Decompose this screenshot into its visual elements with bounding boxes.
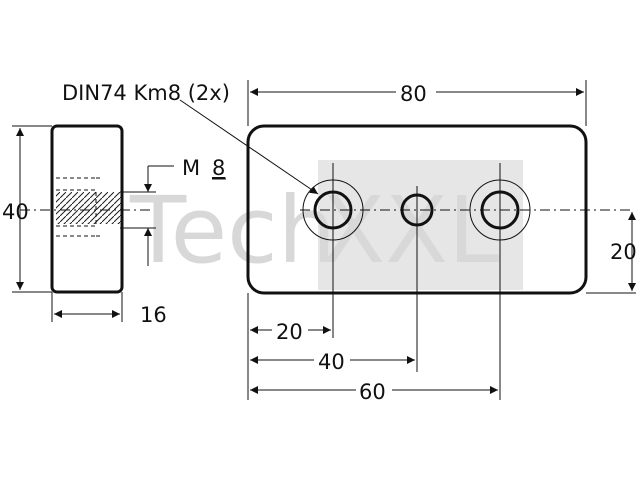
watermark-text-left: Tech — [129, 177, 336, 284]
dim-overall-length-value: 80 — [400, 82, 427, 106]
dim-side-thickness-value: 16 — [140, 303, 167, 327]
dim-overall-length: 80 — [247, 80, 587, 126]
dim-side-height-value: 40 — [2, 200, 29, 224]
thread-outline — [56, 189, 97, 227]
dim-hole2-x-value: 60 — [359, 380, 386, 404]
dim-hole-offset-value: 20 — [610, 240, 637, 264]
dim-hole1-x-value: 20 — [276, 320, 303, 344]
dim-hole-offset: 20 — [586, 212, 637, 294]
threaded-insert — [56, 192, 122, 224]
dim-center-hole-x-value: 40 — [318, 350, 345, 374]
thread-label: M 8 — [120, 156, 226, 266]
side-view — [20, 124, 154, 294]
front-view — [246, 124, 632, 400]
hole-callout-text: DIN74 Km8 (2x) — [62, 81, 230, 105]
dim-side-thickness: 16 — [51, 292, 167, 327]
thread-label-prefix: M — [182, 156, 200, 180]
watermark-text-right: XXL — [322, 177, 499, 284]
thread-label-size: 8 — [212, 156, 225, 180]
dim-bottom: 20 40 60 — [247, 293, 498, 404]
dim-side-height: 40 — [2, 125, 52, 293]
hole-callout: DIN74 Km8 (2x) — [62, 81, 319, 195]
thread-mark — [96, 177, 100, 237]
